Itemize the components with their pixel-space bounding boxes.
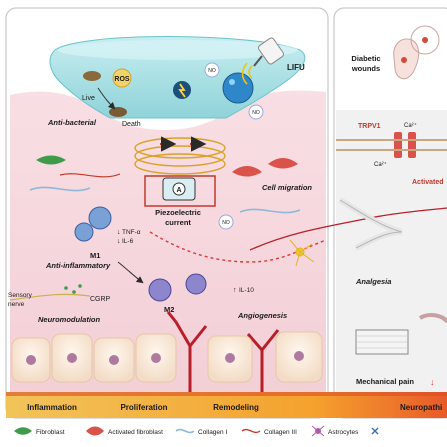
- ca-bottom-label: Ca²⁺: [374, 161, 387, 168]
- legend-fibroblast: Fibroblast: [36, 429, 65, 436]
- stage-remodeling: Remodeling: [213, 403, 259, 412]
- no-label: NO: [222, 220, 230, 226]
- sensory-nerve-label-2: nerve: [8, 301, 25, 308]
- legend-collagen-i: Collagen I: [198, 429, 227, 436]
- legend-astrocytes: Astrocytes: [328, 429, 359, 436]
- kill-arrow: [97, 87, 116, 110]
- stage-neuropathic: Neuropathi: [400, 403, 442, 412]
- trpv1-label: TRPV1: [358, 123, 381, 130]
- pain-nerve-fiber: [249, 207, 447, 251]
- bacteria-live-icon: [83, 71, 101, 81]
- m1-label: M1: [90, 251, 100, 260]
- piezo-label-1: Piezoelectric: [155, 208, 201, 217]
- angiogenesis-label: Angiogenesis: [237, 311, 287, 320]
- no-bubble-icon: [204, 62, 220, 78]
- tissue-cells: [11, 331, 323, 383]
- bt-particle-icon: [222, 72, 254, 104]
- collagen-iii-fiber: [59, 173, 121, 178]
- activated-label: Activated: [412, 179, 444, 186]
- legend-astrocytes-icon: [311, 425, 325, 437]
- fibroblast-icon: [36, 155, 66, 165]
- ca-top-label: Ca²⁺: [404, 122, 417, 129]
- legend-collagen-iii-icon: [241, 428, 261, 434]
- pain-down-arrow-icon: ↓: [430, 377, 435, 387]
- anti-inflammatory-label: Anti-inflammatory: [45, 261, 111, 270]
- trpv1-channel-icon: [408, 132, 416, 158]
- blood-vessel: [246, 329, 280, 392]
- stage-band-edge: [6, 392, 447, 396]
- no-bubble-icon: [218, 214, 234, 230]
- legend-collagen-iii: Collagen III: [264, 429, 297, 436]
- foot-icon: [393, 25, 440, 80]
- legend: Fibroblast Activated fibroblast Collagen…: [14, 425, 379, 437]
- ammeter-dial: [172, 182, 186, 196]
- bacteria-dead-icon: [109, 107, 127, 117]
- no-label: NO: [208, 68, 216, 74]
- cgrp-label: CGRP: [90, 296, 111, 303]
- collagen-i-fiber: [29, 186, 91, 192]
- legend-cut-icon: [371, 427, 379, 435]
- legend-collagen-i-icon: [175, 428, 195, 434]
- neuron-icon: [289, 239, 315, 267]
- svg-text:↑: ↑: [233, 287, 237, 294]
- wounds-label-1: Diabetic: [351, 54, 380, 63]
- m2-label: M2: [164, 305, 174, 314]
- no-label: NO: [252, 110, 260, 116]
- wounds-label-2: wounds: [351, 64, 380, 73]
- piezo-coil-icon: [134, 136, 226, 175]
- lifu-label: LIFU: [287, 63, 305, 72]
- ultrasound-probe-icon: [241, 37, 285, 85]
- ros-burst-icon: [112, 68, 132, 88]
- analgesia-label: Analgesia: [355, 277, 391, 286]
- il6-label: IL-6: [122, 238, 134, 245]
- mechanical-pain-label: Mechanical pain: [356, 377, 414, 386]
- m2-macrophage-icon: [148, 278, 172, 302]
- cgrp-dot: [64, 286, 68, 290]
- legend-activated-fibroblast: Activated fibroblast: [108, 429, 163, 436]
- svg-text:A: A: [176, 187, 181, 194]
- ros-label: ROS: [114, 76, 130, 83]
- m2-macrophage-icon: [185, 273, 207, 295]
- piezo-label-2: current: [165, 218, 191, 227]
- neuromodulation-label: Neuromodulation: [38, 315, 100, 324]
- gel-surface: [58, 40, 298, 60]
- collagen-i-fiber: [239, 208, 301, 214]
- nerve-bundle-outline: [339, 199, 403, 249]
- svg-text:↓: ↓: [117, 229, 121, 236]
- von-frey-test-icon: [355, 313, 447, 355]
- sensory-nerve-label-1: Sensory: [8, 292, 33, 299]
- no-bubble-icon: [248, 104, 264, 120]
- death-label: Death: [122, 121, 141, 128]
- material-label: BT-dNO@Gel: [153, 27, 204, 36]
- activated-fibroblast-icon: [268, 158, 298, 169]
- cell-migration-label: Cell migration: [262, 183, 312, 192]
- il10-label: IL-10: [239, 287, 254, 294]
- m1-macrophage-icon: [74, 222, 94, 242]
- stage-band: [6, 392, 447, 418]
- tnf-label: TNF-α: [122, 229, 141, 236]
- blood-vessel: [166, 311, 208, 392]
- cgrp-dot: [78, 284, 82, 288]
- legend-fibroblast-icon: [14, 427, 32, 435]
- anti-bacterial-label: Anti-bacterial: [47, 118, 97, 127]
- stage-proliferation: Proliferation: [120, 403, 167, 412]
- cgrp-dot: [72, 290, 76, 294]
- legend-activated-fibroblast-icon: [86, 426, 104, 436]
- current-loop: [144, 175, 216, 207]
- sensory-nerve-fiber: [9, 293, 91, 301]
- lightning-icon: [178, 83, 186, 98]
- live-label: Live: [82, 95, 95, 102]
- stage-inflammation: Inflammation: [27, 403, 77, 412]
- right-panel-bg: [336, 110, 447, 392]
- polarization-arrow: [117, 261, 144, 284]
- trpv1-channel-icon: [394, 132, 402, 158]
- activated-fibroblast-icon: [232, 166, 262, 177]
- m1-macrophage-icon: [88, 206, 112, 230]
- svg-text:↓: ↓: [117, 238, 121, 245]
- bt-spot-icon: [229, 79, 235, 85]
